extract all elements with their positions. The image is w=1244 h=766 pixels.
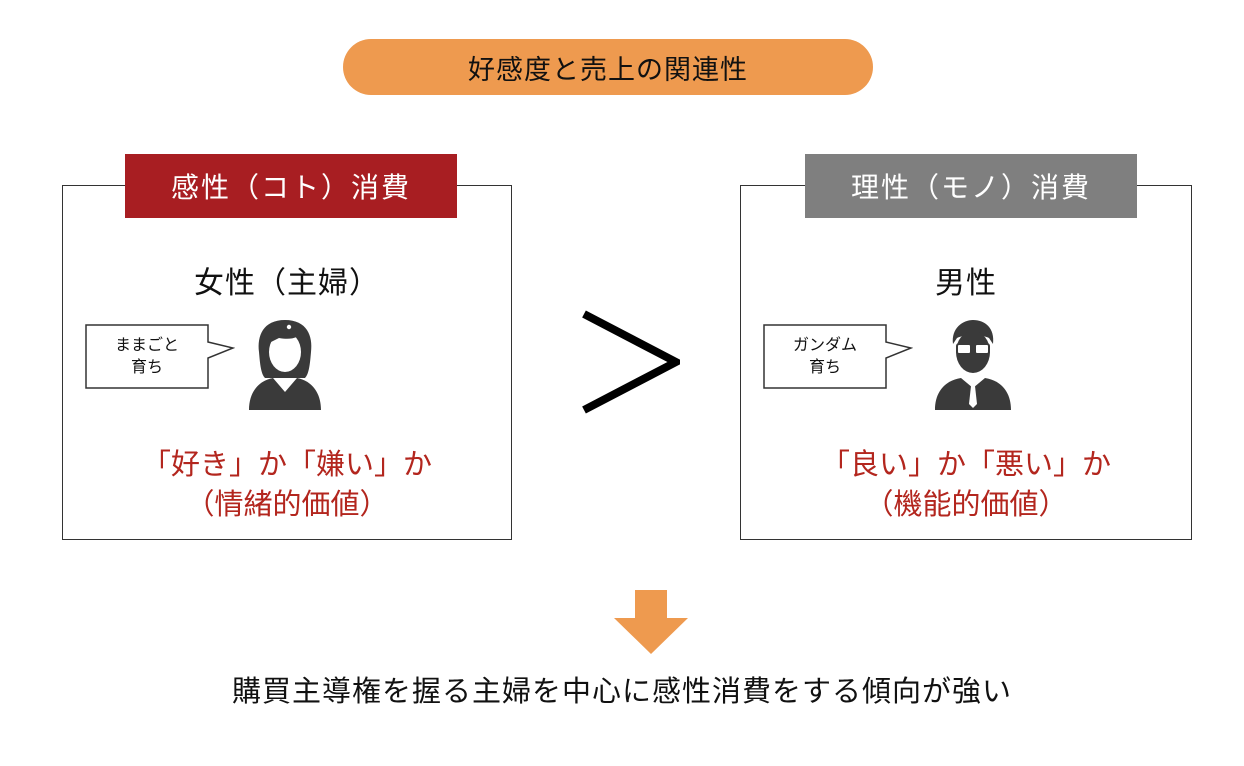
speech-bubble-icon bbox=[763, 324, 914, 389]
right-bubble-line2: 育ち bbox=[808, 357, 841, 376]
left-bubble-line2: 育ち bbox=[130, 357, 163, 376]
left-panel-label: 感性（コト）消費 bbox=[125, 154, 457, 218]
right-value-text: 「良い」か「悪い」か （機能的価値） bbox=[741, 444, 1191, 524]
man-with-glasses-avatar-icon bbox=[931, 314, 1015, 414]
left-value-line2: （情緒的価値） bbox=[185, 487, 389, 521]
right-speech-bubble: ガンダム 育ち bbox=[763, 324, 914, 394]
greater-than-icon bbox=[582, 310, 680, 414]
right-panel-label: 理性（モノ）消費 bbox=[805, 154, 1137, 218]
left-subject: 女性（主婦） bbox=[194, 266, 380, 301]
title-pill: 好感度と売上の関連性 bbox=[343, 39, 873, 95]
title-text: 好感度と売上の関連性 bbox=[468, 54, 748, 86]
right-bubble-line1: ガンダム bbox=[792, 335, 857, 354]
left-panel-emotional: 感性（コト）消費 女性（主婦） ままごと 育ち 「好き」か「嫌い」か （情緒的価… bbox=[62, 154, 512, 540]
left-value-line1: 「好き」か「嫌い」か bbox=[141, 447, 432, 481]
conclusion-text: 購買主導権を握る主婦を中心に感性消費をする傾向が強い bbox=[231, 674, 1012, 708]
speech-bubble-icon bbox=[85, 324, 236, 389]
right-subject: 男性 bbox=[935, 266, 997, 301]
right-panel-rational: 理性（モノ）消費 男性 ガンダム 育ち 「良い」か「悪い」 bbox=[740, 154, 1192, 540]
left-value-text: 「好き」か「嫌い」か （情緒的価値） bbox=[63, 444, 511, 524]
down-arrow-icon bbox=[614, 590, 688, 654]
left-speech-bubble: ままごと 育ち bbox=[85, 324, 236, 394]
right-value-line1: 「良い」か「悪い」か bbox=[820, 447, 1111, 481]
right-value-line2: （機能的価値） bbox=[864, 487, 1068, 521]
left-bubble-line1: ままごと bbox=[114, 335, 179, 354]
woman-avatar-icon bbox=[243, 314, 327, 414]
